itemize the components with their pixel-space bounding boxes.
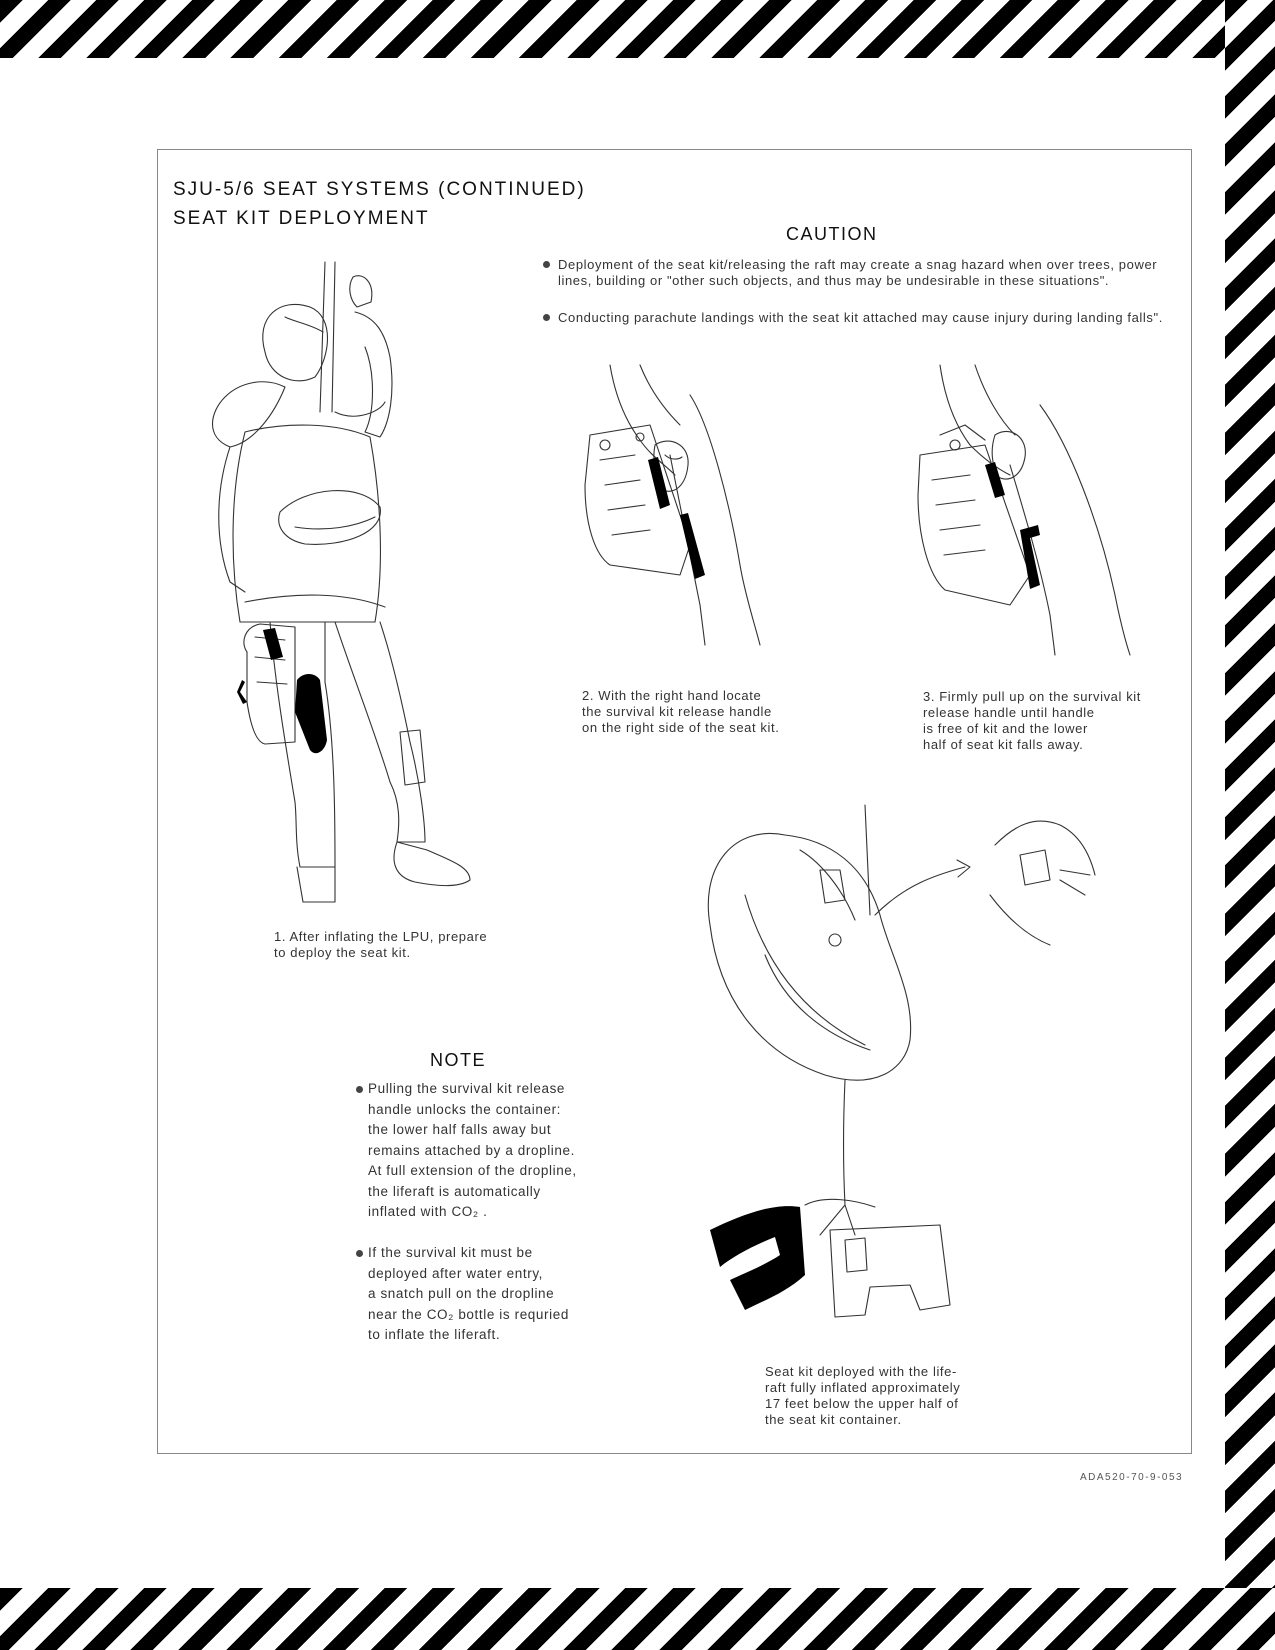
step-3-illustration xyxy=(910,365,1145,655)
note-item-2: If the survival kit must be deployed aft… xyxy=(368,1245,569,1342)
seat-kit-lower-half xyxy=(830,1225,950,1317)
release-handle xyxy=(985,462,1005,498)
crewmember-illustration xyxy=(185,262,495,922)
leg xyxy=(690,395,760,645)
callout-arrow xyxy=(875,867,965,915)
seat-kit xyxy=(918,445,1030,605)
note-bullet-1 xyxy=(356,1086,363,1093)
riser xyxy=(865,805,870,915)
left-leg xyxy=(270,622,335,867)
step-3-caption: 3. Firmly pull up on the survival kit re… xyxy=(923,689,1141,752)
hand-pulling xyxy=(992,431,1025,479)
raft-caption: Seat kit deployed with the life- raft fu… xyxy=(765,1364,961,1427)
seat-kit xyxy=(585,425,690,575)
left-boot xyxy=(297,867,335,902)
right-leg xyxy=(335,622,425,842)
caution-item-1: Deployment of the seat kit/releasing the… xyxy=(558,257,1158,288)
handle-lifted xyxy=(1020,525,1040,589)
liferaft-illustration xyxy=(705,805,1145,1345)
step-2-illustration xyxy=(580,365,780,645)
detail-inset xyxy=(990,821,1095,945)
riser-line xyxy=(320,262,325,412)
boot xyxy=(394,842,470,886)
harness-strap xyxy=(245,595,385,607)
lpu-collar xyxy=(213,382,286,447)
seat-kit-lower-black xyxy=(295,674,327,754)
dropline xyxy=(844,1080,846,1205)
note-bullet-2 xyxy=(356,1250,363,1257)
step-1-caption: 1. After inflating the LPU, prepare to d… xyxy=(274,929,488,960)
arm xyxy=(610,365,675,475)
page-title: SJU-5/6 SEAT SYSTEMS (CONTINUED) xyxy=(173,179,586,200)
note-title: NOTE xyxy=(430,1050,487,1070)
torso xyxy=(233,425,380,622)
step-2-caption: 2. With the right hand locate the surviv… xyxy=(582,688,780,735)
riser-line-2 xyxy=(332,262,335,412)
leg xyxy=(1040,405,1130,655)
hose xyxy=(335,402,385,416)
hazard-border-right xyxy=(1225,0,1275,1650)
seat-kit-upper xyxy=(244,624,295,744)
knee-pad xyxy=(400,730,425,785)
arm xyxy=(940,365,1010,475)
caution-bullet-2 xyxy=(543,314,550,321)
hand xyxy=(350,276,372,307)
hazard-border-top xyxy=(0,0,1275,58)
hazard-border-bottom xyxy=(0,1588,1275,1650)
page-subtitle: SEAT KIT DEPLOYMENT xyxy=(173,208,430,229)
helmet xyxy=(263,304,328,380)
left-arm xyxy=(219,447,245,592)
content-frame xyxy=(157,149,1192,1454)
caution-item-2: Conducting parachute landings with the s… xyxy=(558,310,1163,325)
figure-id: ADA520-70-9-053 xyxy=(1080,1472,1184,1483)
release-handle xyxy=(648,457,670,509)
release-handle-black xyxy=(263,628,283,660)
caution-title: CAUTION xyxy=(786,224,878,244)
caution-bullet-1 xyxy=(543,261,550,268)
seat-kit-upper-black xyxy=(710,1206,805,1310)
lpu-pouch xyxy=(279,491,381,545)
liferaft xyxy=(708,833,910,1080)
note-item-1: Pulling the survival kit release handle … xyxy=(368,1081,577,1219)
raised-arm xyxy=(355,312,392,437)
lanyard-black xyxy=(237,680,247,704)
